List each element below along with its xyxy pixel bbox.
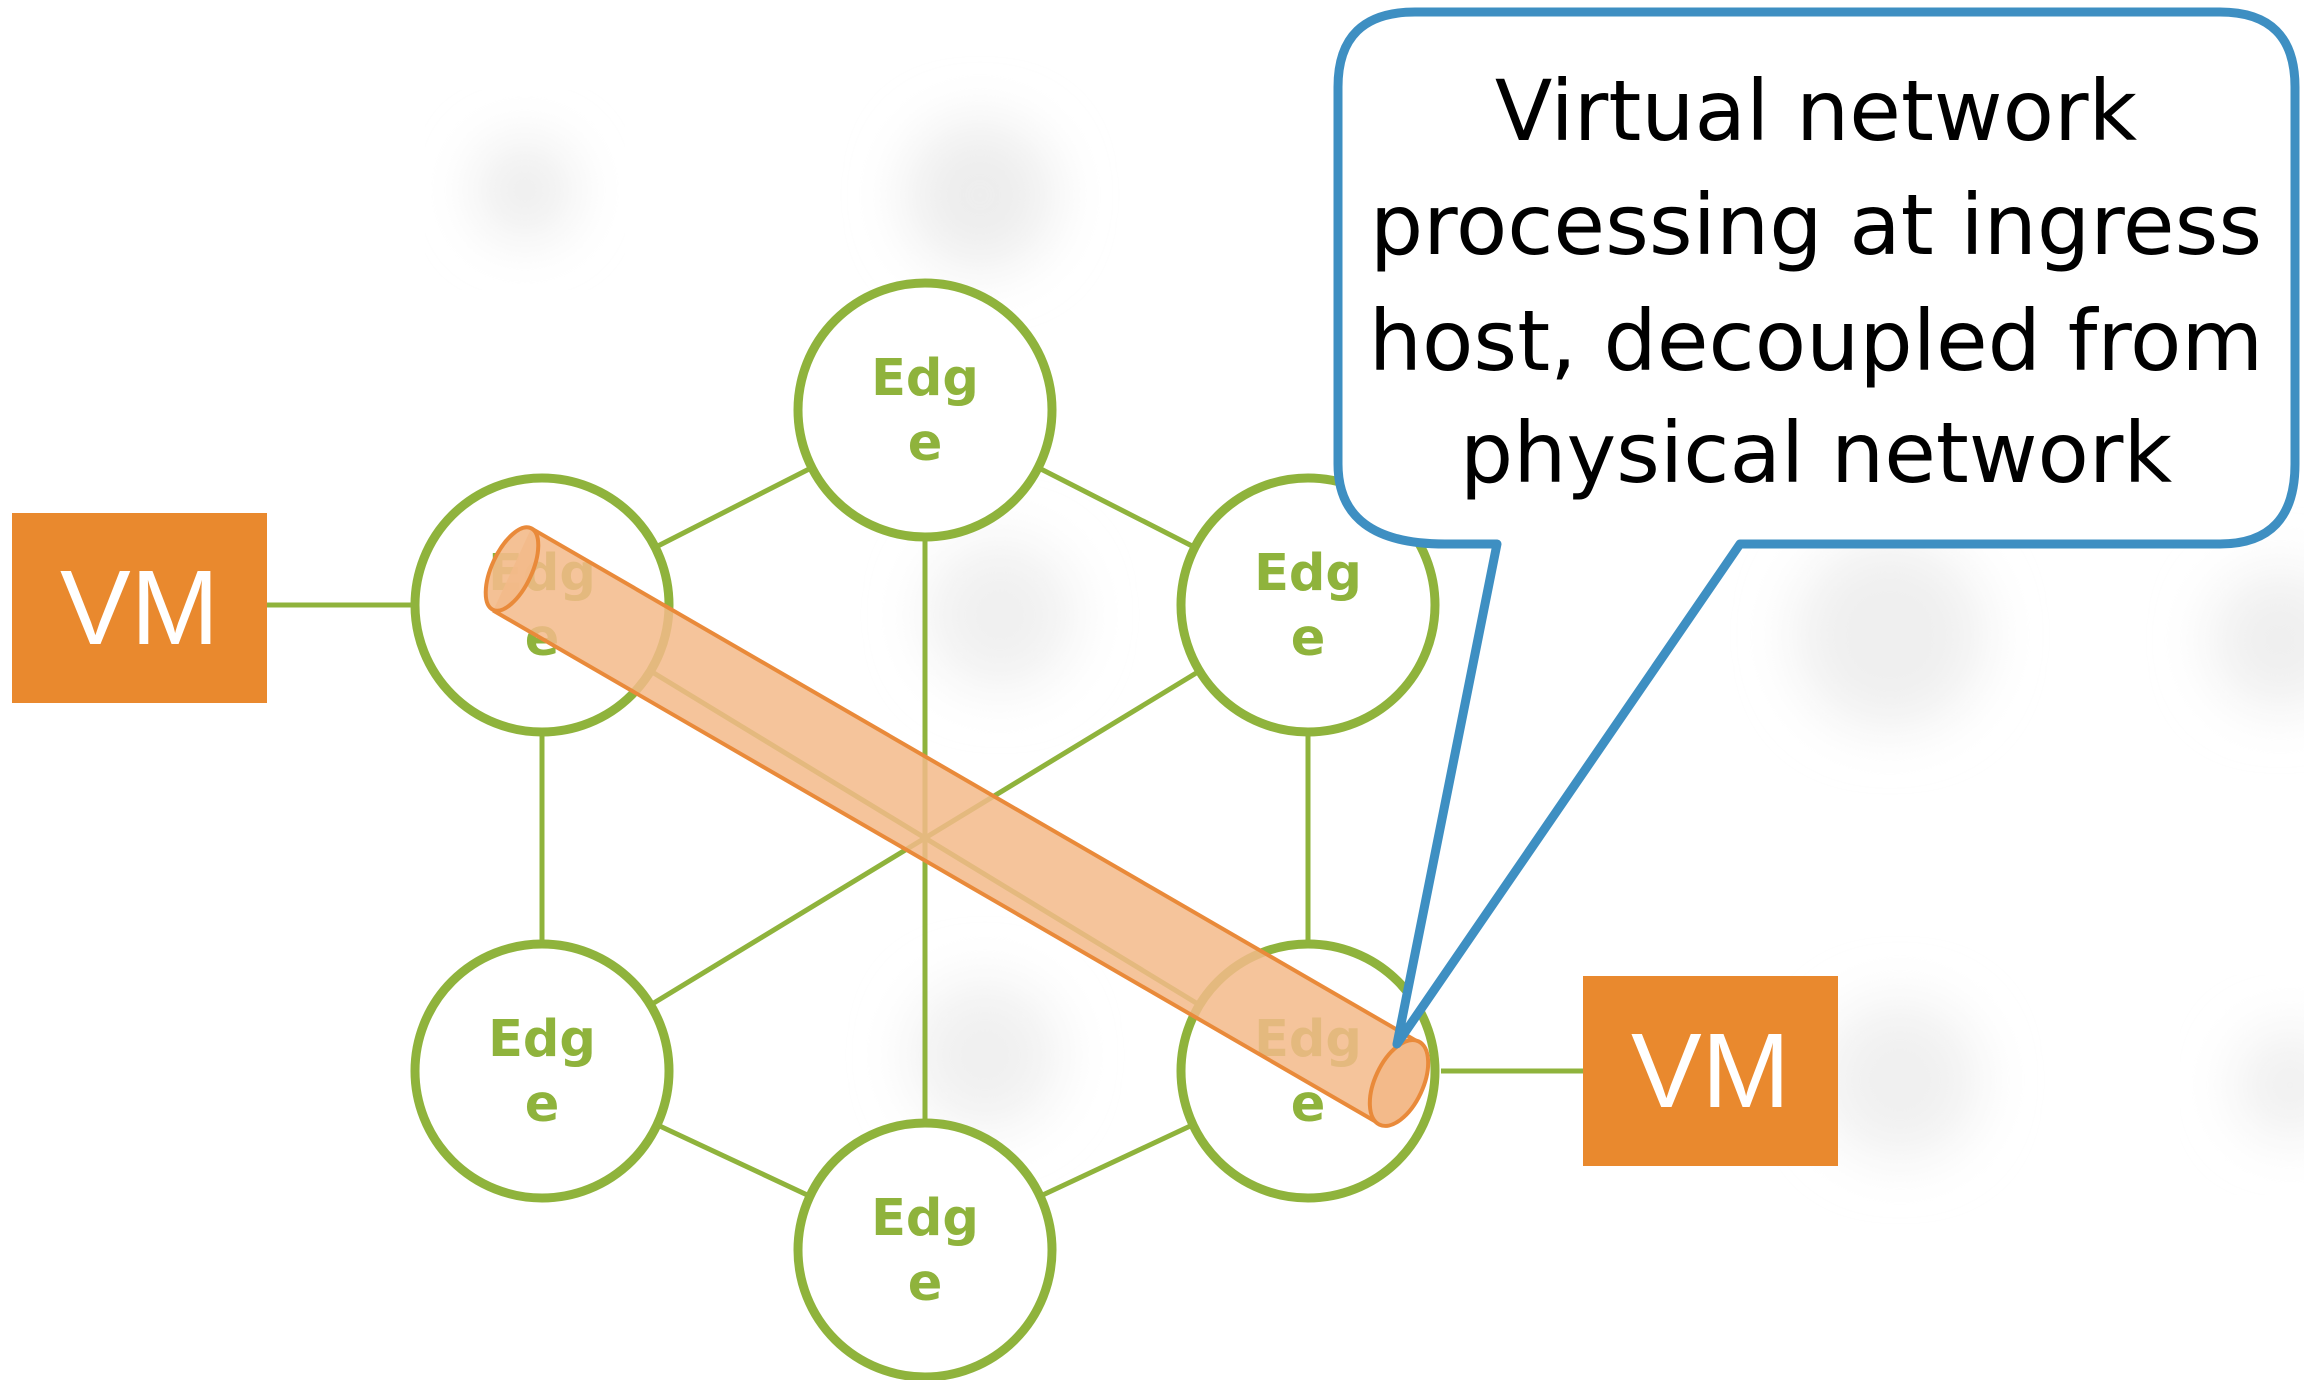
vm-left[interactable]: VM xyxy=(12,513,267,703)
link-top-upper-right xyxy=(1037,465,1196,550)
vm-right-box xyxy=(1583,976,1838,1166)
callout-line-4: physical network xyxy=(1460,404,2173,502)
edge-node-label: e xyxy=(908,1254,943,1313)
background-blob xyxy=(910,980,1060,1130)
edge-node-bottom[interactable]: Edg e xyxy=(793,1118,1057,1380)
background-blob xyxy=(905,120,1055,270)
link-lower-right-bottom xyxy=(1038,1122,1195,1199)
edge-node-label: Edg xyxy=(871,349,979,408)
edge-node-top[interactable]: Edg e xyxy=(793,278,1057,542)
tunnel-top-edge xyxy=(530,526,1420,1044)
callout-line-1: Virtual network xyxy=(1495,62,2138,160)
vm-right-label: VM xyxy=(1631,1012,1790,1130)
background-blob xyxy=(1795,540,1985,730)
edge-node-label: e xyxy=(908,414,943,473)
callout-shape xyxy=(1333,7,2300,1049)
edge-node-circle xyxy=(793,1118,1057,1380)
vm-left-label: VM xyxy=(60,549,219,667)
edge-node-lower-left[interactable]: Edg e xyxy=(410,939,674,1203)
edge-node-label: Edg xyxy=(1254,544,1362,603)
edge-node-circle xyxy=(1176,473,1440,737)
background-blob xyxy=(2235,1030,2304,1140)
vm-left-box xyxy=(12,513,267,703)
callout-line-3: host, decoupled from xyxy=(1369,292,2263,390)
background-blob xyxy=(1820,1000,1980,1160)
edge-node-circle xyxy=(410,939,674,1203)
link-top-upper-left xyxy=(654,465,813,550)
edge-node-label: Edg xyxy=(871,1189,979,1248)
background-blob xyxy=(925,540,1075,690)
tunnel-exit-cap xyxy=(1367,1038,1431,1128)
background-blob xyxy=(2210,570,2304,710)
edge-node-circle xyxy=(793,278,1057,542)
tunnel-body xyxy=(493,528,1418,1125)
background-blobs xyxy=(475,120,2304,1160)
edge-node-label: e xyxy=(525,1075,560,1134)
link-lower-left-bottom xyxy=(655,1122,812,1199)
vm-right[interactable]: VM xyxy=(1583,976,1838,1166)
edge-node-upper-right[interactable]: Edg e xyxy=(1176,473,1440,737)
edge-node-label: Edg xyxy=(488,1010,596,1069)
callout-bubble: Virtual network processing at ingress ho… xyxy=(1333,7,2300,1049)
edge-node-label: e xyxy=(1291,609,1326,668)
tunnel-bottom-edge xyxy=(492,608,1382,1126)
callout-line-2: processing at ingress xyxy=(1370,176,2262,274)
cylinder-tunnel-icon xyxy=(483,525,1431,1128)
background-blob xyxy=(475,140,575,240)
tunnel-entry-cap xyxy=(483,525,541,613)
